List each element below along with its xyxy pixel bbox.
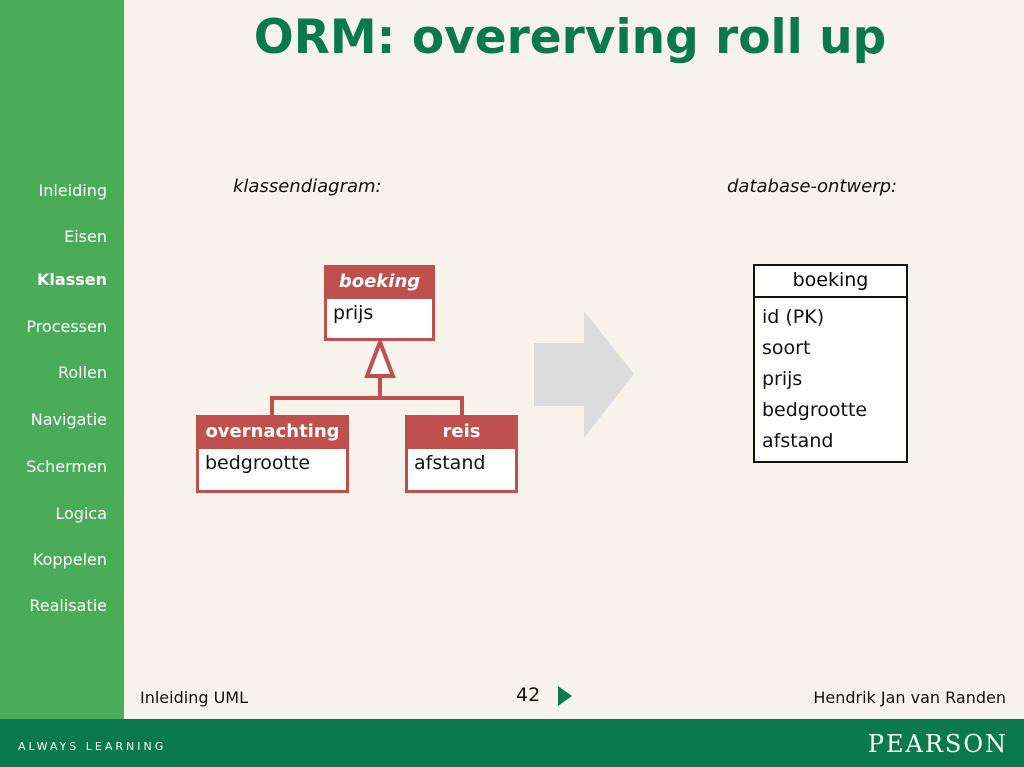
db-column: soort bbox=[762, 337, 811, 359]
nav-item-rollen[interactable]: Rollen bbox=[57, 363, 107, 382]
next-slide-icon[interactable] bbox=[558, 686, 572, 706]
db-table-name: boeking bbox=[755, 266, 906, 298]
nav-item-logica[interactable]: Logica bbox=[55, 504, 107, 523]
class-overnachting: overnachting bedgrootte bbox=[196, 415, 349, 493]
slide-title: ORM: overerving roll up bbox=[253, 10, 887, 65]
nav-item-klassen[interactable]: Klassen bbox=[37, 270, 107, 289]
nav-item-eisen[interactable]: Eisen bbox=[64, 227, 107, 246]
brand-tagline: ALWAYS LEARNING bbox=[18, 740, 167, 753]
db-column: afstand bbox=[762, 430, 834, 452]
class-diagram-heading: klassendiagram: bbox=[233, 176, 382, 197]
nav-item-navigatie[interactable]: Navigatie bbox=[30, 410, 107, 429]
db-column: bedgrootte bbox=[762, 399, 868, 421]
sidebar: Inleiding Eisen Klassen Processen Rollen… bbox=[0, 0, 124, 719]
class-reis-attr: afstand bbox=[414, 452, 486, 474]
nav-item-processen[interactable]: Processen bbox=[26, 317, 107, 336]
nav-item-inleiding[interactable]: Inleiding bbox=[38, 181, 108, 200]
class-overnachting-name: overnachting bbox=[199, 418, 346, 449]
db-column: prijs bbox=[762, 368, 803, 390]
class-boeking-name: boeking bbox=[327, 268, 432, 299]
class-boeking: boeking prijs bbox=[324, 265, 435, 341]
nav-item-koppelen[interactable]: Koppelen bbox=[32, 550, 107, 569]
class-reis-name: reis bbox=[408, 418, 515, 449]
class-boeking-attr: prijs bbox=[333, 302, 374, 324]
class-reis: reis afstand bbox=[405, 415, 518, 493]
nav-item-schermen[interactable]: Schermen bbox=[26, 457, 107, 476]
database-design-heading: database-ontwerp: bbox=[727, 176, 898, 197]
db-column: id (PK) bbox=[762, 306, 825, 328]
nav-item-realisatie[interactable]: Realisatie bbox=[29, 596, 107, 615]
class-overnachting-attr: bedgrootte bbox=[205, 452, 311, 474]
generalization-arrow-icon bbox=[364, 336, 396, 378]
footer-course-title: Inleiding UML bbox=[140, 688, 249, 707]
right-arrow-icon bbox=[534, 311, 634, 438]
footer-author: Hendrik Jan van Randen bbox=[813, 688, 1006, 707]
db-table-boeking: boeking id (PK) soort prijs bedgrootte a… bbox=[753, 264, 908, 463]
brand-logo: PEARSON bbox=[867, 730, 1008, 758]
bottom-brand-bar bbox=[0, 719, 1024, 767]
page-number: 42 bbox=[516, 684, 541, 706]
